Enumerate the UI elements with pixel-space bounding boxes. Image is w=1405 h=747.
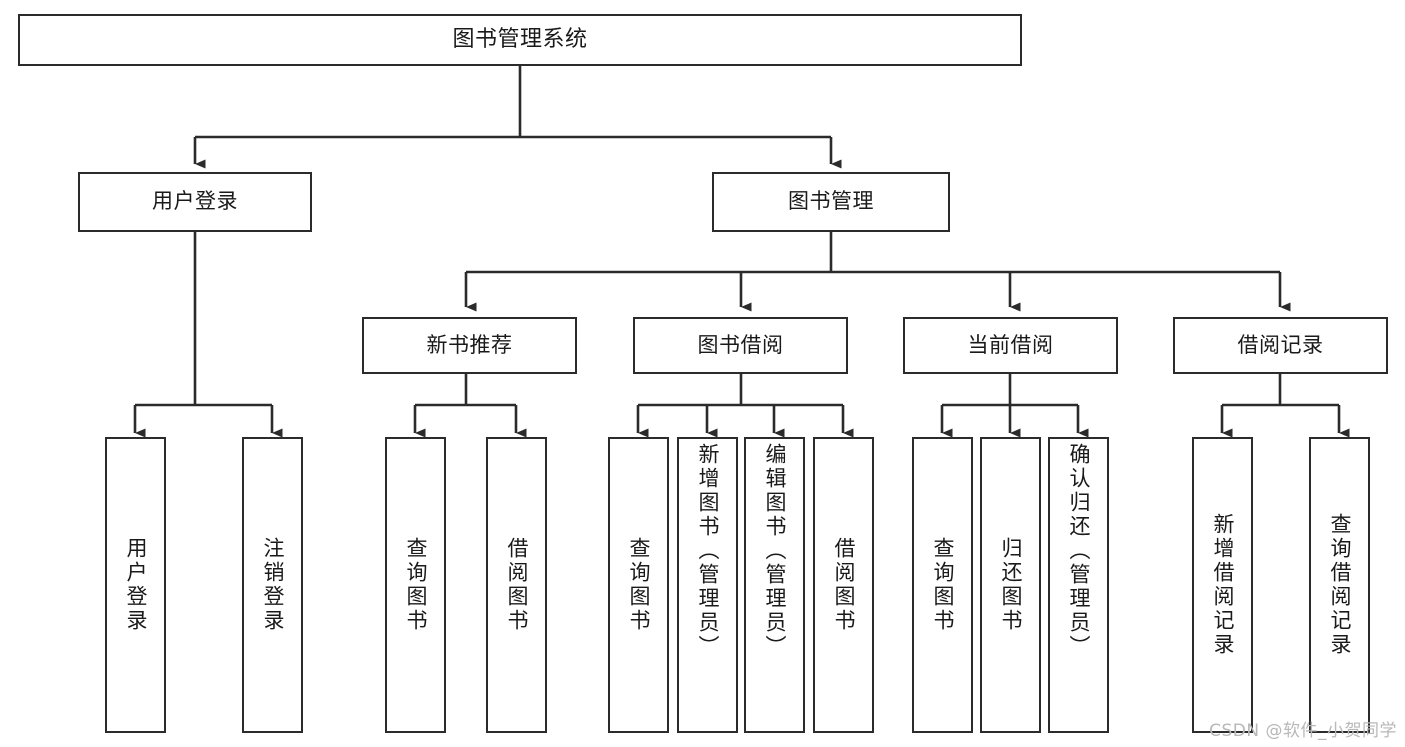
node-label: 用户登录 bbox=[124, 537, 148, 633]
node-book-borrow[interactable]: 图书借阅 bbox=[633, 317, 848, 374]
node-label: 图书管理系统 bbox=[452, 26, 588, 52]
node-label: 借阅图书 bbox=[505, 537, 529, 633]
leaf-query-books-borrow[interactable]: 查询图书 bbox=[608, 437, 669, 733]
leaf-query-borrow-record[interactable]: 查询借阅记录 bbox=[1309, 437, 1370, 733]
leaf-return-books[interactable]: 归还图书 bbox=[980, 437, 1041, 733]
node-label: 图书管理 bbox=[788, 189, 874, 214]
leaf-confirm-return-admin[interactable]: 确认归还（管理员） bbox=[1048, 437, 1109, 733]
node-label: 借阅记录 bbox=[1237, 332, 1324, 357]
node-root-library-system[interactable]: 图书管理系统 bbox=[18, 14, 1022, 66]
node-new-book-recommend[interactable]: 新书推荐 bbox=[362, 317, 577, 374]
leaf-query-books-current[interactable]: 查询图书 bbox=[912, 437, 973, 733]
node-label: 当前借阅 bbox=[967, 332, 1054, 357]
leaf-borrow-books-new[interactable]: 借阅图书 bbox=[486, 437, 547, 733]
node-user-login[interactable]: 用户登录 bbox=[78, 172, 312, 232]
node-label: 查询图书 bbox=[404, 537, 428, 633]
node-label: 编辑图书（管理员） bbox=[763, 443, 787, 659]
node-label: 查询借阅记录 bbox=[1328, 513, 1352, 657]
node-label: 归还图书 bbox=[999, 537, 1023, 633]
leaf-borrow-books[interactable]: 借阅图书 bbox=[813, 437, 874, 733]
node-label: 借阅图书 bbox=[832, 537, 856, 633]
node-current-borrow[interactable]: 当前借阅 bbox=[903, 317, 1118, 374]
node-book-management[interactable]: 图书管理 bbox=[712, 172, 950, 232]
node-label: 用户登录 bbox=[152, 189, 238, 214]
node-label: 确认归还（管理员） bbox=[1067, 443, 1091, 659]
node-label: 新增图书（管理员） bbox=[696, 443, 720, 659]
node-label: 图书借阅 bbox=[697, 332, 784, 357]
leaf-edit-book-admin[interactable]: 编辑图书（管理员） bbox=[744, 437, 805, 733]
leaf-user-login[interactable]: 用户登录 bbox=[105, 437, 166, 733]
node-label: 新书推荐 bbox=[426, 332, 513, 357]
leaf-add-book-admin[interactable]: 新增图书（管理员） bbox=[677, 437, 738, 733]
node-label: 注销登录 bbox=[261, 537, 285, 633]
node-borrow-records[interactable]: 借阅记录 bbox=[1173, 317, 1388, 374]
watermark-text: CSDN @软件_小贺同学 bbox=[1209, 721, 1397, 741]
node-label: 查询图书 bbox=[627, 537, 651, 633]
node-label: 新增借阅记录 bbox=[1211, 513, 1235, 657]
leaf-add-borrow-record[interactable]: 新增借阅记录 bbox=[1192, 437, 1253, 733]
leaf-user-logout[interactable]: 注销登录 bbox=[242, 437, 303, 733]
leaf-query-books-new[interactable]: 查询图书 bbox=[385, 437, 446, 733]
node-label: 查询图书 bbox=[931, 537, 955, 633]
